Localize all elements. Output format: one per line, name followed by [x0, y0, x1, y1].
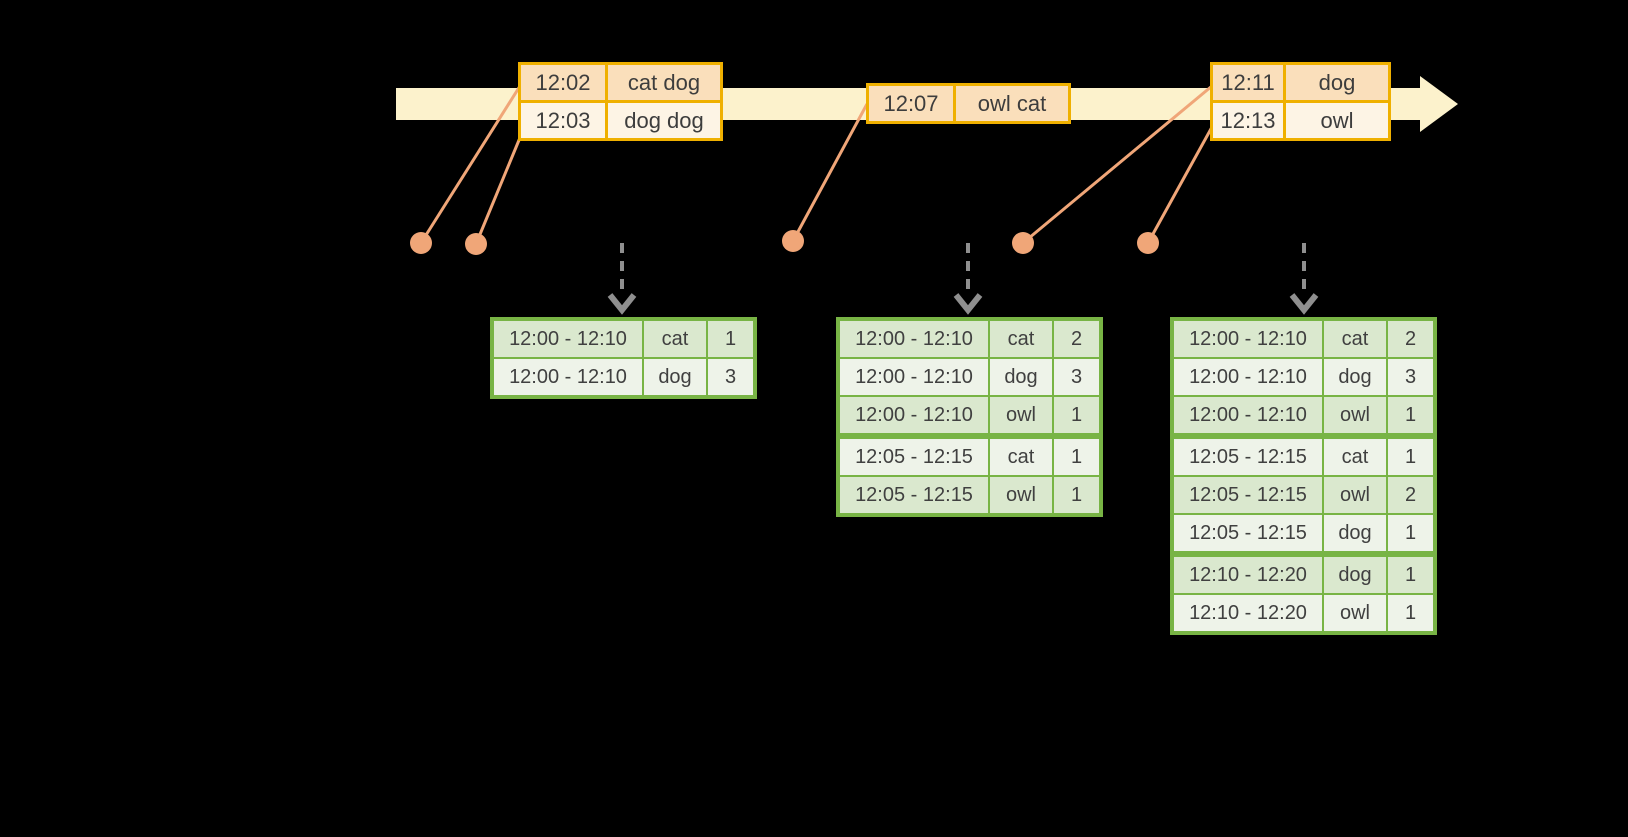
table-cell: owl: [1324, 595, 1386, 631]
event-dot: [1012, 232, 1034, 254]
arrow-down-icon: [953, 293, 983, 315]
table-cell: owl cat: [956, 86, 1068, 121]
table-cell: dog: [1324, 557, 1386, 593]
table-cell: owl: [1324, 477, 1386, 513]
table-cell: dog dog: [608, 103, 720, 138]
table-cell: owl: [1286, 103, 1388, 138]
table-cell: 12:00 - 12:10: [840, 359, 988, 395]
table-cell: 12:05 - 12:15: [1174, 439, 1322, 475]
table-cell: dog: [1286, 65, 1388, 100]
table-cell: 12:07: [869, 86, 953, 121]
table-cell: 2: [1388, 321, 1433, 357]
arrow-down-icon: [1289, 293, 1319, 315]
table-cell: 12:00 - 12:10: [1174, 397, 1322, 433]
table-cell: cat: [644, 321, 706, 357]
table-cell: dog: [1324, 515, 1386, 551]
table-cell: 1: [1388, 515, 1433, 551]
table-cell: owl: [990, 397, 1052, 433]
table-cell: 12:02: [521, 65, 605, 100]
timeline-arrowhead-icon: [1420, 76, 1458, 132]
arrow-down-icon: [607, 293, 637, 315]
table-cell: 3: [708, 359, 753, 395]
table-cell: 12:05 - 12:15: [840, 477, 988, 513]
event-connector-line: [1146, 126, 1214, 244]
table-cell: 2: [1054, 321, 1099, 357]
table-cell: 12:05 - 12:15: [840, 439, 988, 475]
event-connector-line: [474, 127, 526, 245]
table-cell: 12:13: [1213, 103, 1283, 138]
table-cell: 12:03: [521, 103, 605, 138]
table-cell: owl: [1324, 397, 1386, 433]
table-cell: 12:00 - 12:10: [840, 321, 988, 357]
table-cell: owl: [990, 477, 1052, 513]
table-cell: 3: [1054, 359, 1099, 395]
table-cell: 12:05 - 12:15: [1174, 515, 1322, 551]
event-dot: [410, 232, 432, 254]
table-cell: 1: [708, 321, 753, 357]
table-cell: 12:00 - 12:10: [494, 321, 642, 357]
table-cell: 1: [1388, 557, 1433, 593]
table-cell: 1: [1388, 439, 1433, 475]
trigger-arrows: [607, 243, 1319, 315]
table-cell: cat: [990, 321, 1052, 357]
table-cell: 1: [1054, 439, 1099, 475]
table-cell: 3: [1388, 359, 1433, 395]
table-cell: 2: [1388, 477, 1433, 513]
event-dot: [782, 230, 804, 252]
event-connector-line: [791, 103, 869, 242]
event-dot: [465, 233, 487, 255]
table-cell: dog: [644, 359, 706, 395]
table-cell: cat: [1324, 321, 1386, 357]
table-cell: 12:00 - 12:10: [1174, 321, 1322, 357]
table-cell: 12:11: [1213, 65, 1283, 100]
table-cell: 1: [1388, 397, 1433, 433]
table-cell: 12:10 - 12:20: [1174, 595, 1322, 631]
table-cell: 1: [1388, 595, 1433, 631]
table-cell: 12:00 - 12:10: [1174, 359, 1322, 395]
table-cell: dog: [1324, 359, 1386, 395]
event-connector-line: [419, 85, 522, 244]
table-cell: cat dog: [608, 65, 720, 100]
table-cell: 12:10 - 12:20: [1174, 557, 1322, 593]
table-cell: 1: [1054, 397, 1099, 433]
table-cell: 12:00 - 12:10: [840, 397, 988, 433]
table-cell: dog: [990, 359, 1052, 395]
table-cell: 12:00 - 12:10: [494, 359, 642, 395]
table-cell: cat: [1324, 439, 1386, 475]
table-cell: cat: [990, 439, 1052, 475]
table-cell: 1: [1054, 477, 1099, 513]
table-cell: 12:05 - 12:15: [1174, 477, 1322, 513]
event-dot: [1137, 232, 1159, 254]
event-dots: [410, 230, 1159, 255]
